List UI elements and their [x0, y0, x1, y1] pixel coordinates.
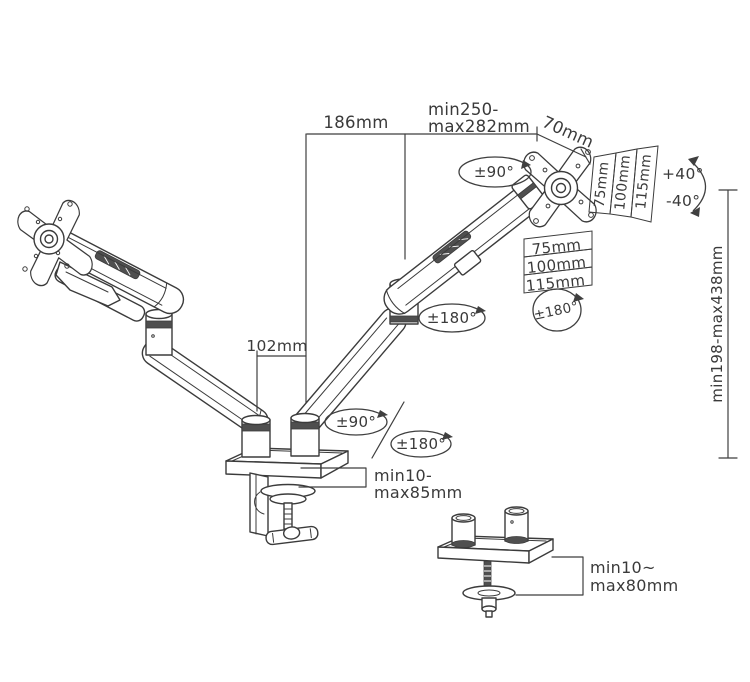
grommet-post-left	[451, 513, 476, 548]
label-tilt-up: +40°	[662, 165, 704, 183]
label-arm-reach-left: 186mm	[323, 113, 388, 132]
arm-swivel-symbol	[324, 408, 388, 436]
label-grommet-range-1: min10~	[590, 558, 656, 577]
label-rotate-base: ±180°	[396, 435, 446, 453]
left-tilt-bracket	[55, 261, 121, 307]
elbow-rotate-symbol	[418, 303, 486, 333]
grommet-mount	[437, 506, 554, 618]
label-swivel-arm: ±90°	[336, 413, 376, 431]
label-post-spacing: 102mm	[246, 337, 307, 355]
rotation-symbols	[324, 156, 584, 458]
head-rotate-symbol	[532, 288, 584, 332]
label-swivel-head: ±90°	[474, 163, 514, 181]
label-rotate-head: ±180°	[532, 299, 580, 324]
label-vesa-side-100: 100mm	[612, 154, 634, 211]
dimension-labels: 186mm min250- max282mm 70mm 102mm min198…	[246, 100, 726, 595]
left-arm-assembly	[14, 197, 269, 436]
label-grommet-range-2: max80mm	[590, 576, 679, 595]
clamp-screw	[265, 502, 319, 546]
left-lower-arm	[141, 338, 269, 436]
desk-clamp-base	[225, 447, 349, 546]
label-arm-reach-right-2: max282mm	[428, 117, 530, 136]
label-height-range: min198-max438mm	[708, 245, 726, 402]
label-vesa-bottom-75: 75mm	[531, 235, 582, 258]
right-upper-arm	[383, 184, 542, 315]
right-arm-release-tab	[453, 249, 482, 276]
base-post-right	[290, 412, 320, 457]
label-tilt-down: -40°	[666, 192, 700, 210]
label-vesa-side-75: 75mm	[592, 161, 613, 209]
head-swivel-symbol	[458, 156, 532, 188]
label-arm-reach-right-1: min250-	[428, 100, 499, 119]
clamp-bracket	[249, 472, 269, 537]
grommet-washer	[462, 585, 516, 601]
clamp-knob	[265, 525, 319, 546]
label-head-offset: 70mm	[539, 112, 596, 151]
left-elbow-joint	[145, 308, 173, 356]
base-post-left	[241, 414, 271, 458]
label-rotate-elbow: ±180°	[427, 309, 477, 327]
right-arm-assembly	[291, 145, 598, 438]
right-head-joint	[511, 174, 545, 210]
grommet-post-right	[504, 506, 529, 544]
base-rotate-symbol	[390, 430, 453, 458]
label-clamp-range-2: max85mm	[374, 483, 463, 502]
dimension-lines	[256, 126, 738, 596]
label-vesa-side-115: 115mm	[633, 153, 655, 210]
label-clamp-range-1: min10-	[374, 466, 432, 485]
left-vesa-plate	[14, 197, 96, 289]
clamp-pad	[260, 483, 316, 505]
dimension-extension-lines-behind	[305, 133, 406, 419]
grommet-nut	[481, 597, 497, 618]
right-vesa-plate	[522, 145, 598, 229]
